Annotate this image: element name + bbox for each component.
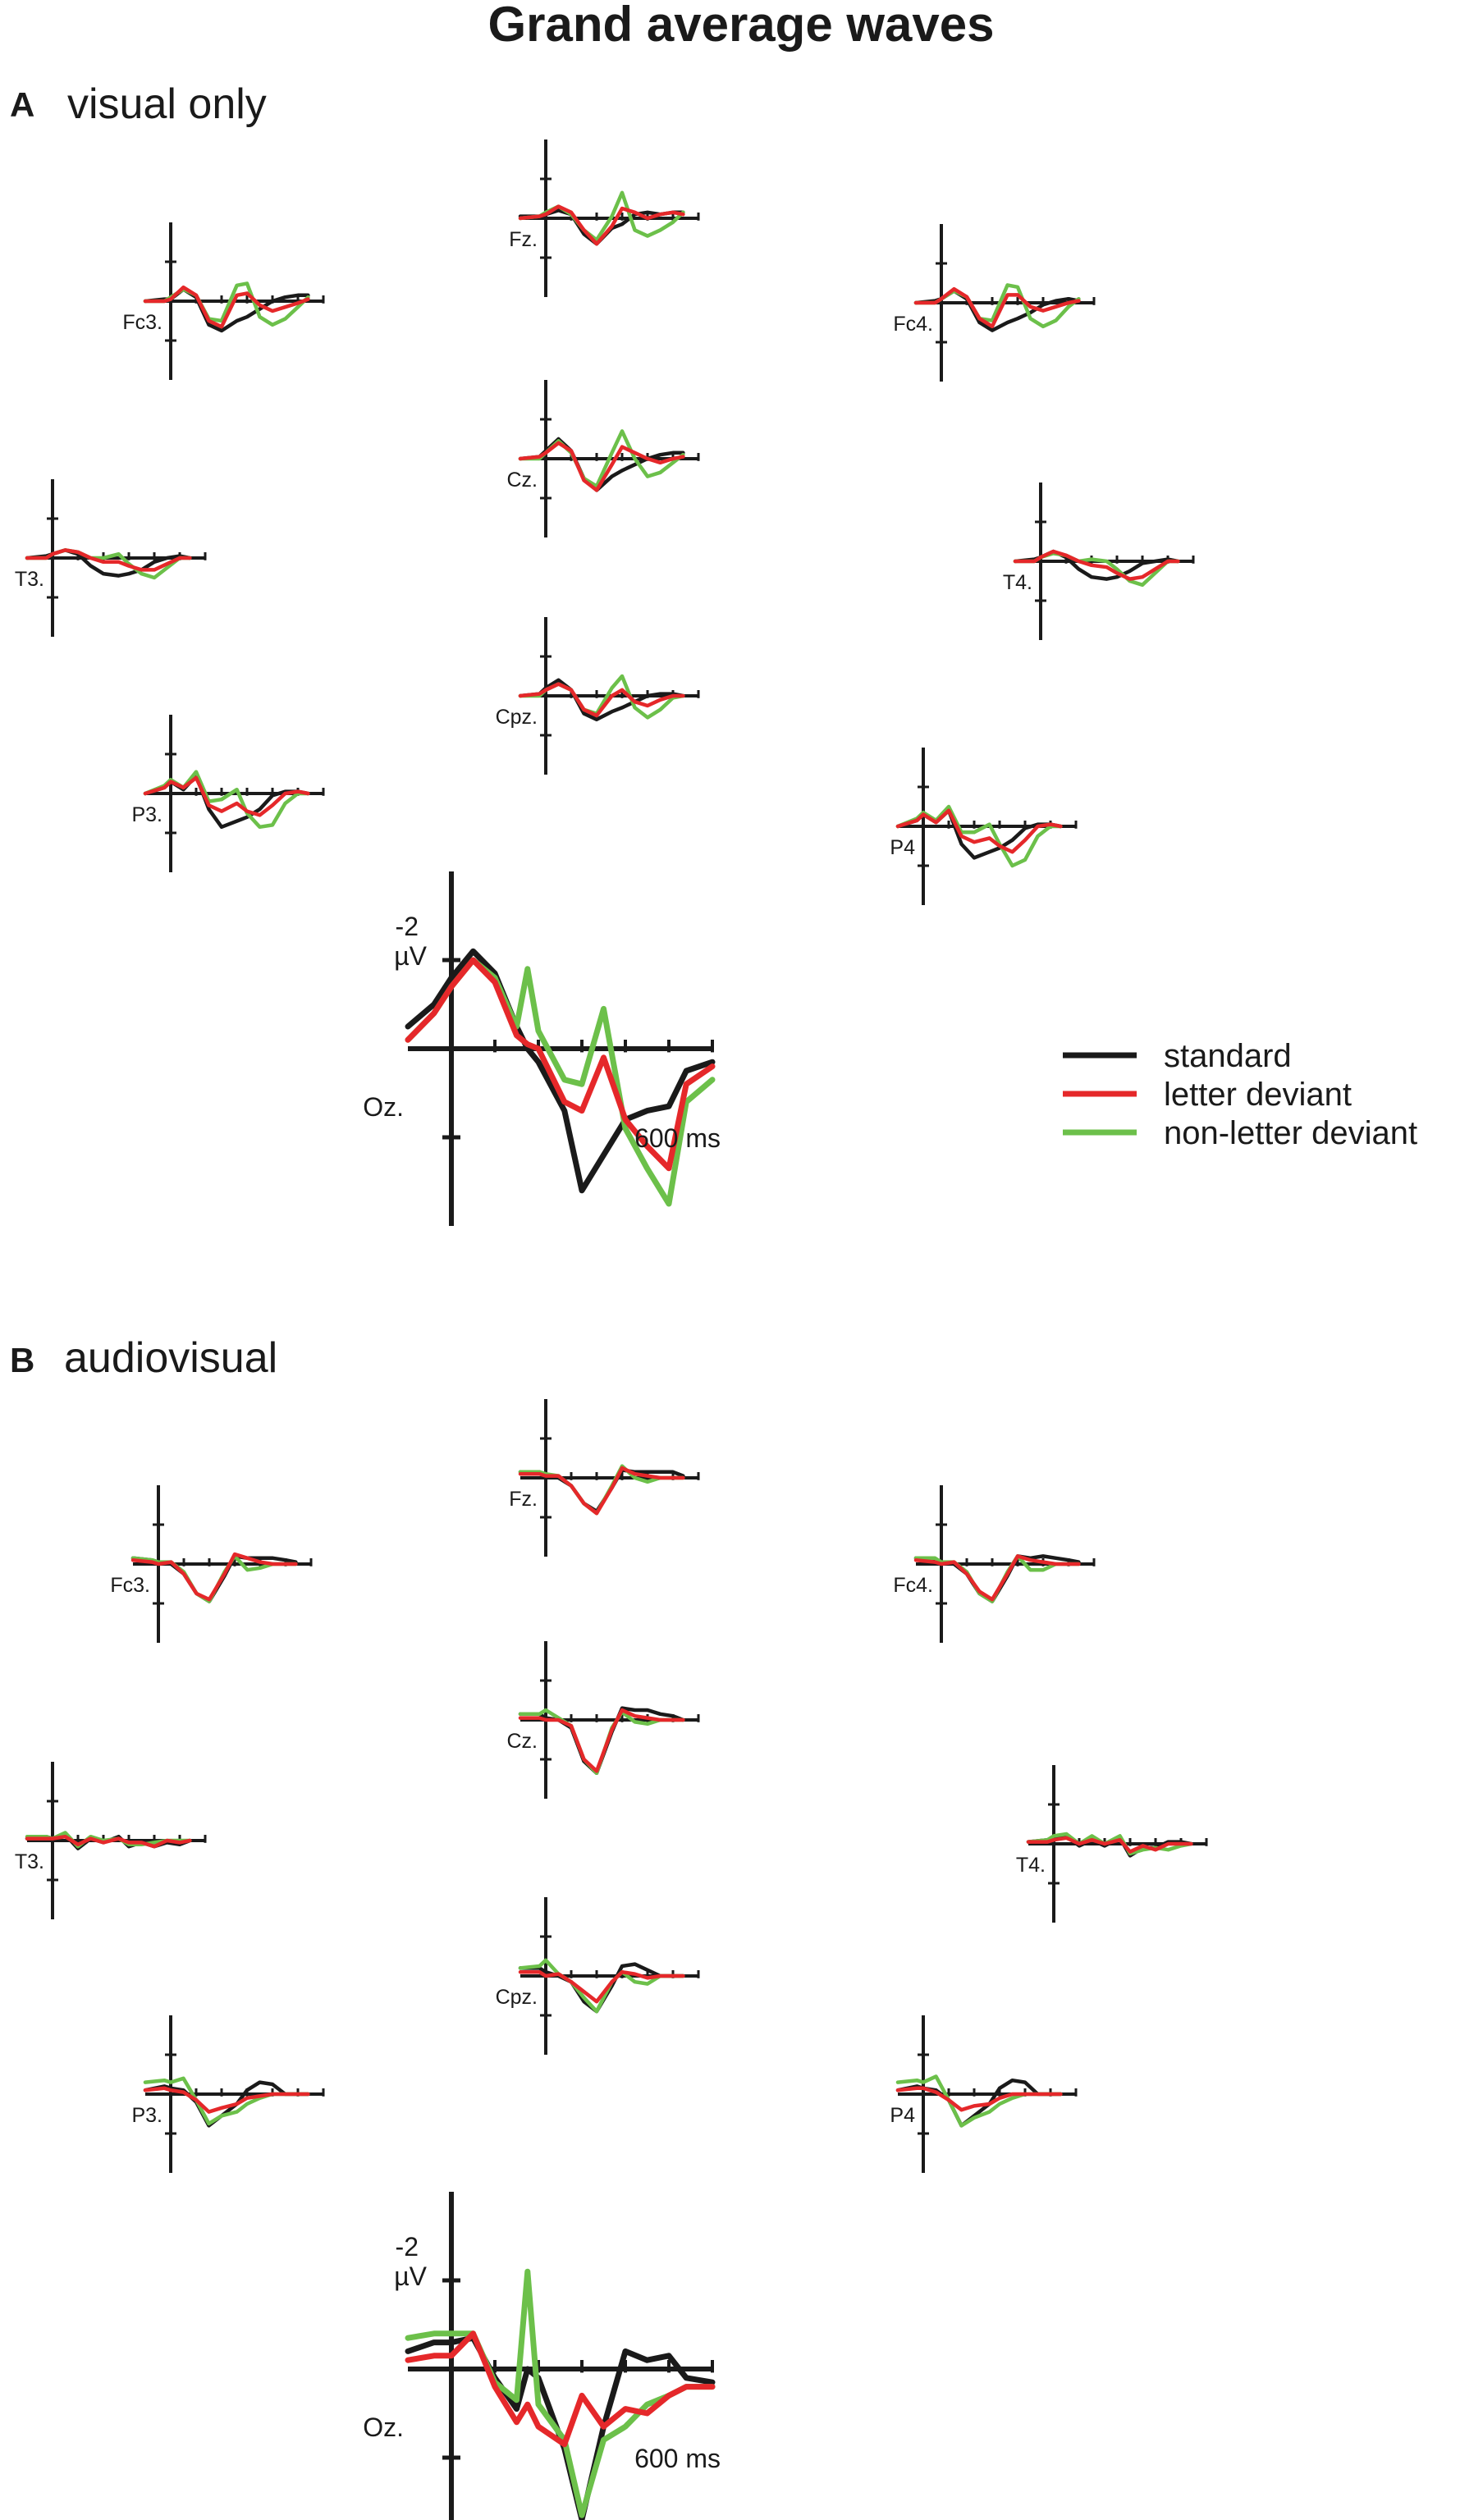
waveform-standard (518, 678, 685, 722)
electrode-label: Oz. (363, 2413, 404, 2442)
panel-a-electrode-p4: P4 (890, 748, 1078, 905)
electrode-label: Fc3. (122, 311, 162, 334)
panel-a-electrode-fc3: Fc3. (122, 222, 325, 380)
panel-a-electrode-t4: T4. (1003, 483, 1195, 640)
waveform-letter-deviant (895, 2086, 1063, 2112)
electrode-label: P3. (131, 803, 162, 826)
panel-b-label: B (10, 1341, 34, 1379)
waveform-letter-deviant (518, 204, 685, 246)
electrode-label: T3. (15, 1850, 44, 1873)
waveform-letter-deviant (130, 1552, 298, 1602)
panel-b-electrode-t3: T3. (15, 1762, 207, 1919)
waveform-non-letter-deviant (405, 2268, 716, 2518)
waveform-letter-deviant (25, 1834, 192, 1849)
waveform-letter-deviant (1026, 1836, 1193, 1854)
waveform-letter-deviant (1013, 549, 1180, 581)
scale-amplitude-label: -2 (396, 912, 419, 941)
panel-a-title: visual only (67, 80, 267, 128)
waveform-letter-deviant (143, 775, 310, 817)
waveform-letter-deviant (518, 1708, 685, 1773)
waveform-letter-deviant (25, 548, 192, 572)
figure-title: Grand average waves (487, 0, 994, 52)
legend-label-standard: standard (1164, 1038, 1292, 1074)
electrode-label: Cz. (507, 469, 538, 492)
waveform-standard (405, 2335, 716, 2520)
panel-a-electrode-fc4: Fc4. (893, 224, 1096, 382)
waveform-letter-deviant (518, 441, 685, 492)
plots: Fz.Fc3.Fc4.Cz.T3.T4.Cpz.P3.P4Oz.-2µV600 … (15, 139, 1208, 2520)
electrode-label: Cpz. (496, 706, 538, 729)
electrode-label: P3. (131, 2104, 162, 2127)
panel-a-label: A (10, 85, 34, 124)
electrode-label: P4 (890, 836, 915, 859)
panel-a-electrode-cz: Cz. (507, 380, 700, 537)
scale-time-label: 600 ms (634, 1123, 721, 1153)
panel-b-electrode-t4: T4. (1016, 1765, 1208, 1923)
panel-a-electrode-fz: Fz. (509, 139, 700, 297)
electrode-label: Cz. (507, 1730, 538, 1753)
waveform-letter-deviant (518, 1969, 685, 2004)
panel-a-electrode-oz: Oz. -2µV 600 ms (363, 871, 721, 1226)
electrode-label: Cpz. (496, 1986, 538, 2009)
electrode-label: T4. (1016, 1854, 1046, 1877)
panel-b-electrode-fz: Fz. (509, 1399, 700, 1557)
waveform-letter-deviant (895, 808, 1063, 854)
legend-label-non-letter-deviant: non-letter deviant (1164, 1115, 1417, 1151)
scale-amplitude-label: -2 (396, 2232, 419, 2262)
electrode-label: P4 (890, 2104, 915, 2127)
panel-b-electrode-oz: Oz. -2µV 600 ms (363, 2192, 721, 2520)
legend-label-letter-deviant: letter deviant (1164, 1077, 1352, 1113)
panel-b-electrode-p3: P3. (131, 2015, 325, 2173)
panel-a-electrode-t3: T3. (15, 479, 207, 637)
electrode-label: T4. (1003, 571, 1032, 594)
waveform-letter-deviant (143, 2086, 310, 2114)
electrode-label: Fc4. (893, 313, 933, 336)
electrode-label: Fc3. (110, 1574, 150, 1597)
waveform-non-letter-deviant (1026, 1832, 1193, 1856)
legend: standard letter deviant non-letter devia… (1063, 1038, 1417, 1151)
panel-a-electrode-cpz: Cpz. (496, 617, 700, 775)
panel-a-electrode-p3: P3. (131, 715, 325, 872)
electrode-label: Fz. (509, 1488, 538, 1511)
waveform-letter-deviant (518, 682, 685, 718)
waveform-letter-deviant (518, 1466, 685, 1516)
electrode-label: Oz. (363, 1092, 404, 1122)
panel-b-electrode-cpz: Cpz. (496, 1897, 700, 2055)
panel-b-electrode-fc3: Fc3. (110, 1485, 313, 1643)
electrode-label: T3. (15, 568, 44, 591)
scale-time-label: 600 ms (634, 2444, 721, 2473)
waveform-letter-deviant (405, 2330, 716, 2448)
waveform-letter-deviant (913, 286, 1081, 329)
electrode-label: Fz. (509, 228, 538, 251)
waveform-letter-deviant (913, 1554, 1081, 1602)
electrode-label: Fc4. (893, 1574, 933, 1597)
panel-b-title: audiovisual (64, 1334, 277, 1382)
waveform-letter-deviant (143, 285, 310, 329)
panel-b-electrode-fc4: Fc4. (893, 1485, 1096, 1643)
scale-unit-label: µV (394, 941, 427, 971)
panel-b-electrode-cz: Cz. (507, 1641, 700, 1799)
panel-b-electrode-p4: P4 (890, 2015, 1078, 2173)
scale-unit-label: µV (394, 2262, 427, 2291)
waveform-letter-deviant (405, 957, 716, 1172)
waveform-standard (405, 948, 716, 1194)
